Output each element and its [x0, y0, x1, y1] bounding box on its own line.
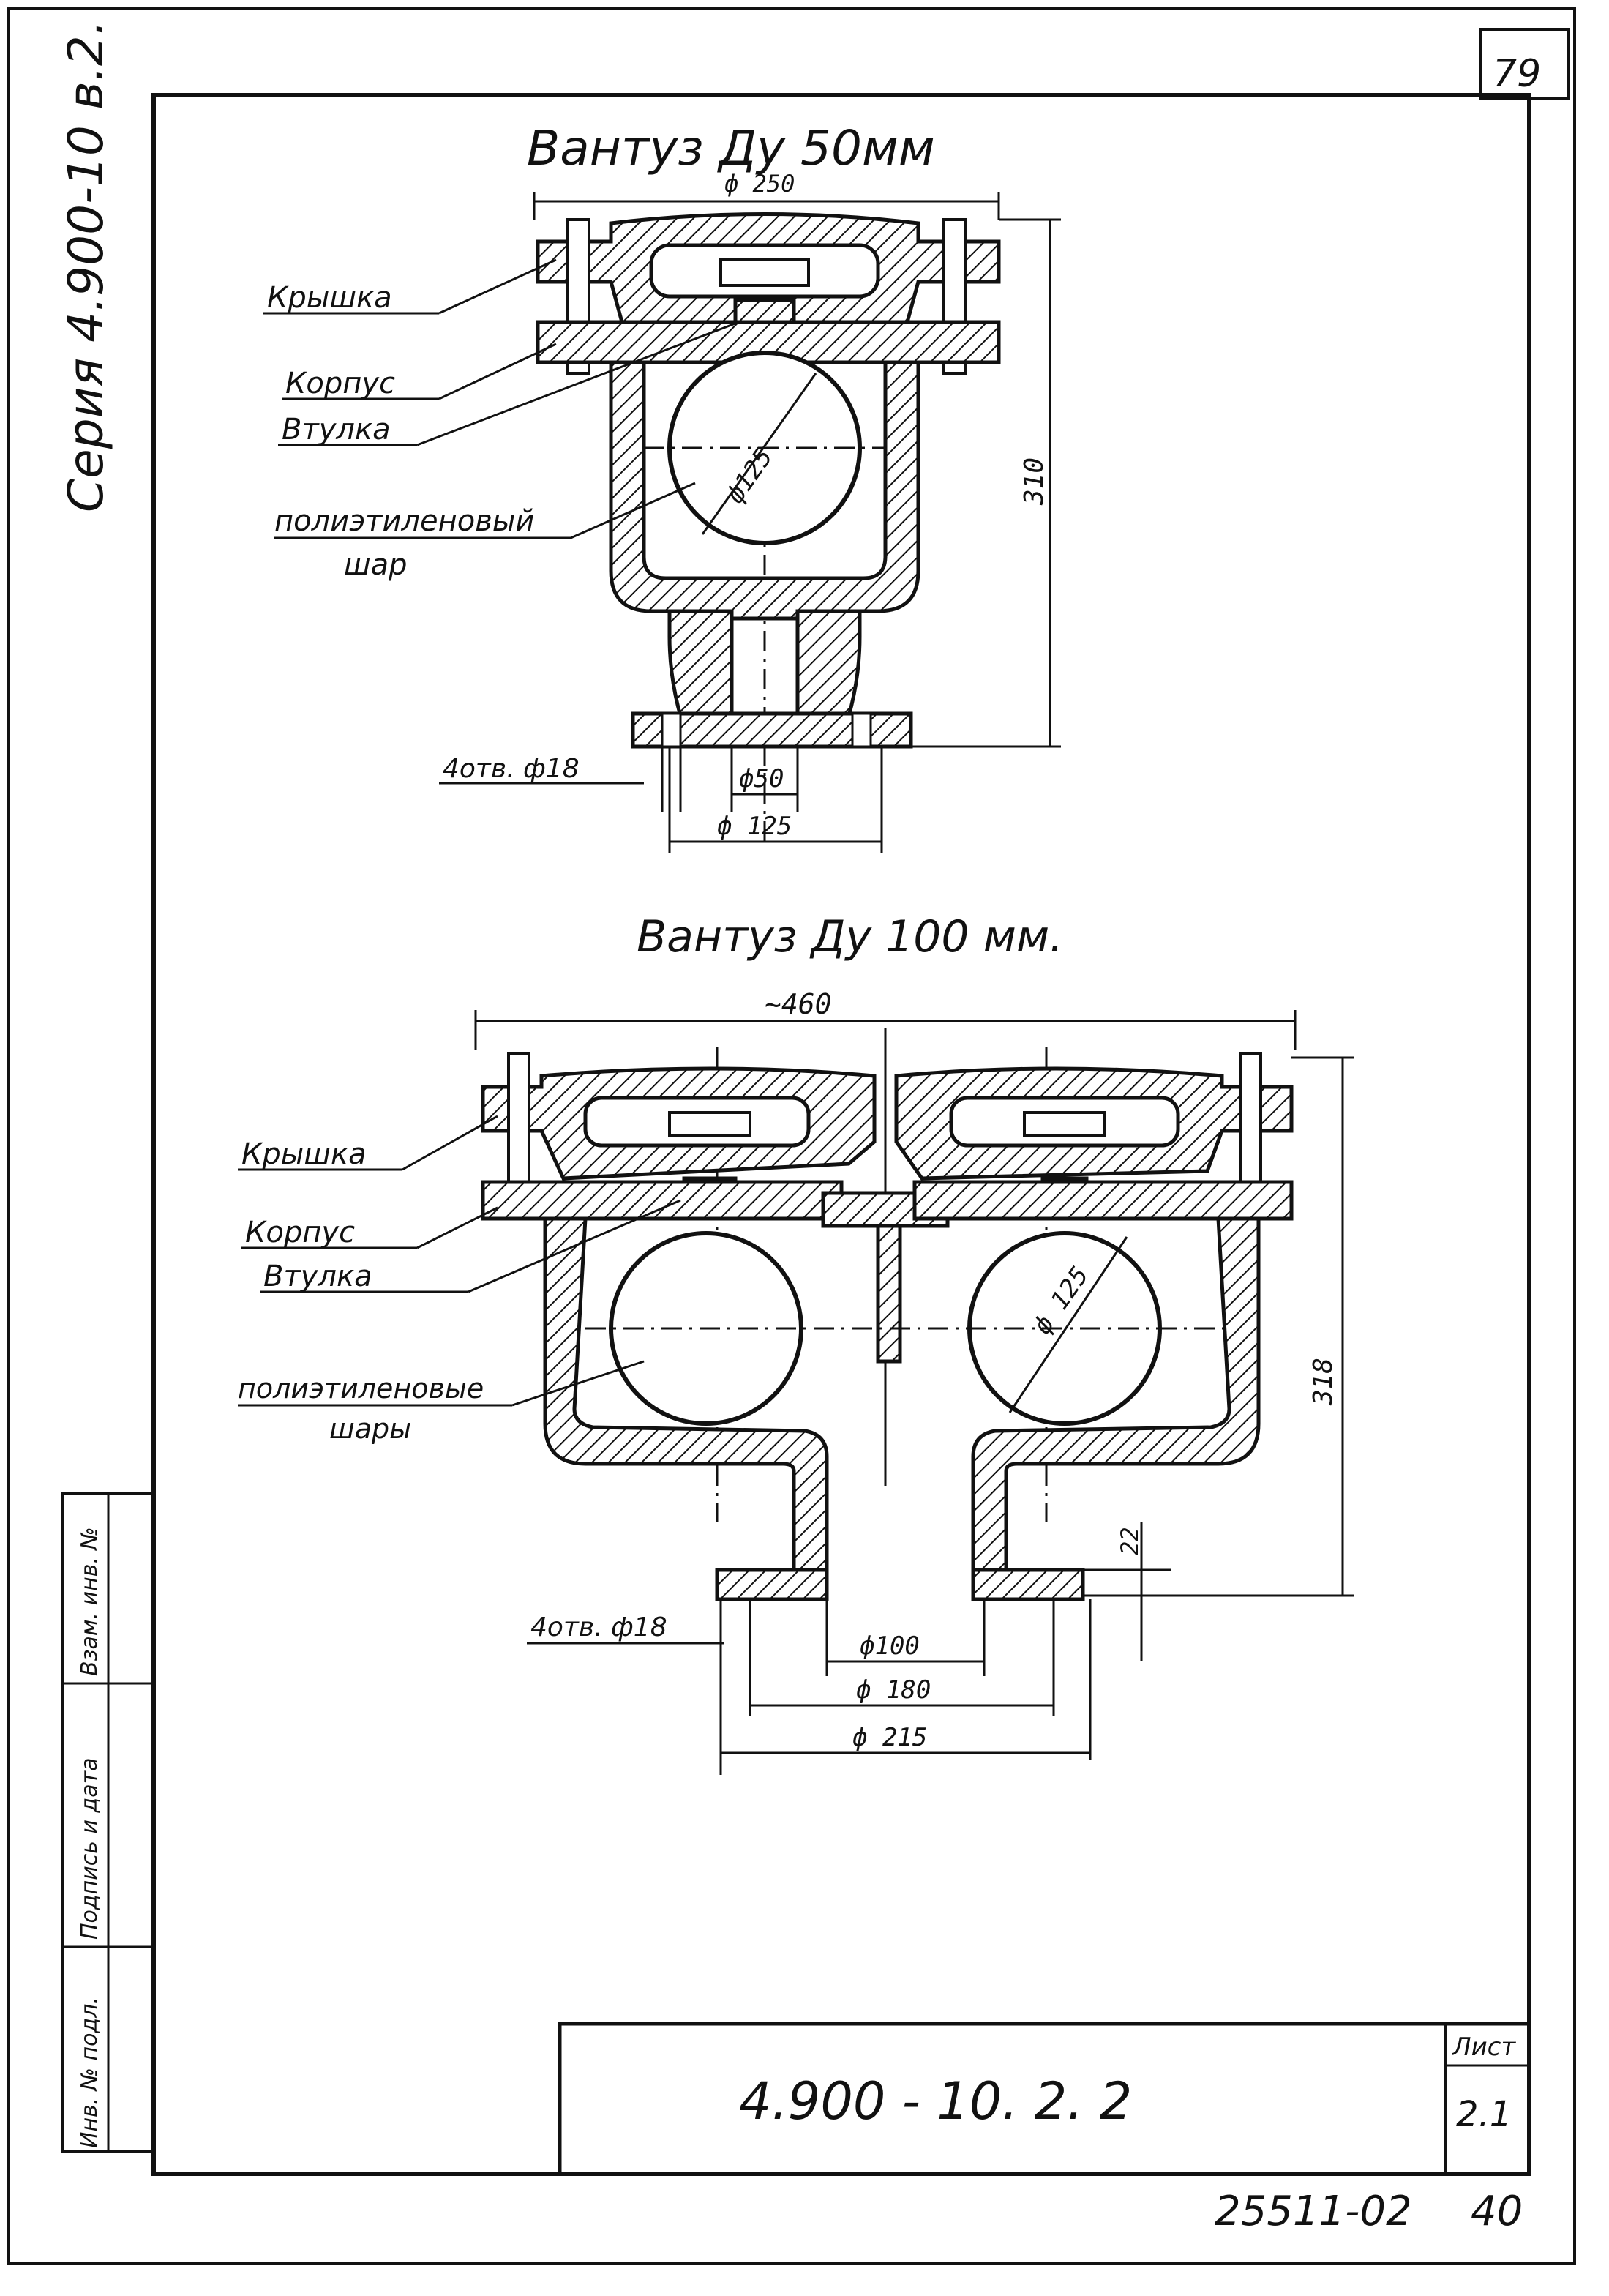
sheet-number: 2.1 [1456, 2094, 1512, 2135]
d2-dim-bolt-circle: ф 180 [856, 1675, 931, 1705]
d1-dim-height: 310 [1019, 457, 1049, 506]
sheet-label: Лист [1451, 2033, 1516, 2062]
d1-label-holes: 4отв. ф18 [443, 754, 580, 784]
series-label: Серия 4.900-10 в.2. [58, 20, 114, 512]
d1-label-cover: Крышка [267, 281, 392, 315]
d1-label-body: Корпус [285, 367, 395, 400]
stamp-inventory: Инв. № подл. [77, 1997, 102, 2148]
d2-label-holes: 4отв. ф18 [530, 1612, 667, 1642]
stamp-signature: Подпись и дата [77, 1758, 102, 1940]
drawing2-title: Вантуз Ду 100 мм. [637, 911, 1063, 962]
page-number: 79 [1493, 52, 1541, 96]
d2-dim-flange: 22 [1116, 1527, 1144, 1555]
side-stamp [61, 1492, 155, 2153]
d2-dim-height: 318 [1308, 1358, 1338, 1406]
archive-number: 25511-02 [1215, 2188, 1412, 2235]
document-code: 4.900 - 10. 2. 2 [739, 2071, 1132, 2131]
d1-dim-bolt-circle: ф 125 [717, 812, 792, 841]
d2-label-balls-2: шары [329, 1413, 411, 1445]
drawing2-valve [238, 1010, 1354, 1775]
d2-dim-flange-dia: ф 215 [852, 1723, 927, 1752]
d2-label-balls-1: полиэтиленовые [238, 1372, 484, 1405]
d1-label-ball-1: полиэтиленовый [274, 504, 534, 538]
d1-label-bushing: Втулка [282, 413, 391, 446]
stamp-replaced: Взам. инв. № [77, 1527, 102, 1676]
drawing1-valve [263, 192, 1061, 853]
d1-dim-top-width: ф 250 [724, 170, 795, 198]
d2-dim-overall-width: ~460 [765, 988, 832, 1020]
d2-dim-bore: ф100 [860, 1631, 920, 1661]
d2-label-bushing: Втулка [263, 1260, 372, 1293]
page-bottom-number: 40 [1471, 2188, 1523, 2235]
title-block [558, 2022, 1531, 2176]
d1-dim-bore: ф50 [739, 764, 784, 793]
d2-label-cover: Крышка [241, 1137, 367, 1171]
d1-label-ball-2: шар [344, 548, 408, 582]
drawing1-title: Вантуз Ду 50мм [527, 120, 935, 176]
d2-label-body: Корпус [245, 1216, 355, 1249]
